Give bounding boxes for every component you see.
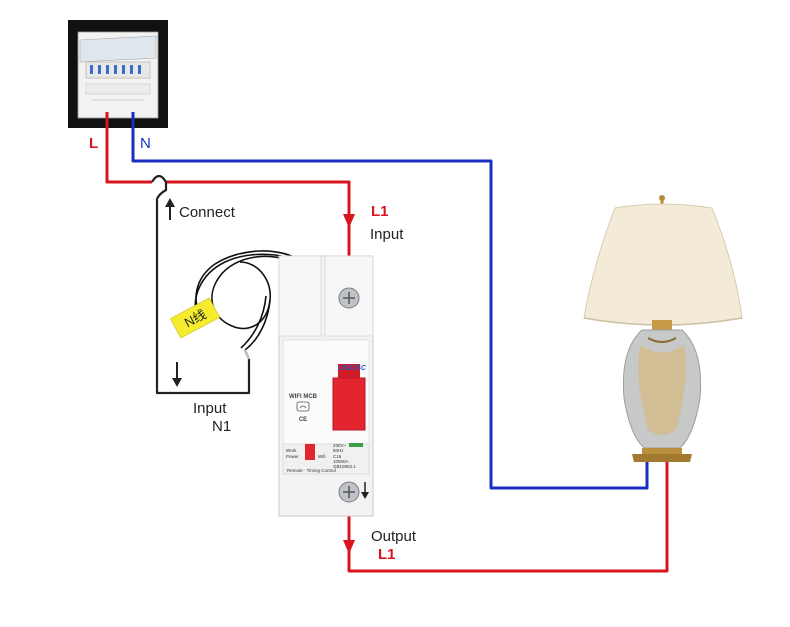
wifi-icon [296, 401, 310, 412]
n1-label: N1 [212, 418, 231, 435]
table-lamp [583, 195, 743, 462]
neutral-wire [131, 112, 649, 490]
input-left-label: Input [193, 400, 227, 417]
sensor-wire-tip [243, 349, 251, 360]
ce-mark: CE [299, 417, 307, 423]
n1-arrow-down-icon [172, 362, 182, 387]
l1-input-label: L1 [371, 203, 389, 220]
connect-arrow-up-icon [165, 198, 175, 220]
spec-capacity: 10000A [333, 459, 349, 464]
n-panel-label: N [140, 135, 151, 152]
side-label-work: Work [286, 448, 297, 453]
spec-standard: GB10963.1 [333, 464, 356, 469]
breaker-model: WIFI MCB [289, 394, 318, 400]
smart-breaker: CNZJSC WIFI MCB CE Work Power Wifi 230V~… [278, 255, 374, 517]
breaker-lever[interactable] [332, 377, 366, 431]
input-top-label: Input [370, 226, 404, 243]
output-label: Output [371, 528, 417, 545]
live-wire-output [347, 462, 669, 573]
spec-voltage: 230V~ [333, 443, 347, 448]
neutral-tag: N线 [170, 297, 220, 339]
connect-wire [151, 174, 251, 395]
lamp-shade [583, 203, 743, 326]
breaker-down-arrow-icon [361, 482, 369, 499]
breaker-brand: CNZJSC [338, 365, 367, 372]
input-arrow-down-icon [343, 214, 355, 228]
spec-rating: C16 [333, 454, 342, 459]
l-panel-label: L [89, 135, 98, 152]
breaker-bottom-text: Remote · Timing Control [287, 468, 336, 473]
output-arrow-down-icon [343, 540, 355, 554]
side-label-power: Power [286, 454, 299, 459]
side-label-wifi: Wifi [318, 454, 326, 459]
connect-label: Connect [179, 204, 236, 221]
l1-output-label: L1 [378, 546, 396, 563]
status-indicator [305, 444, 315, 460]
lamp-base [632, 454, 692, 462]
spec-frequency: 50Hz [333, 448, 344, 453]
distribution-panel [68, 20, 168, 128]
